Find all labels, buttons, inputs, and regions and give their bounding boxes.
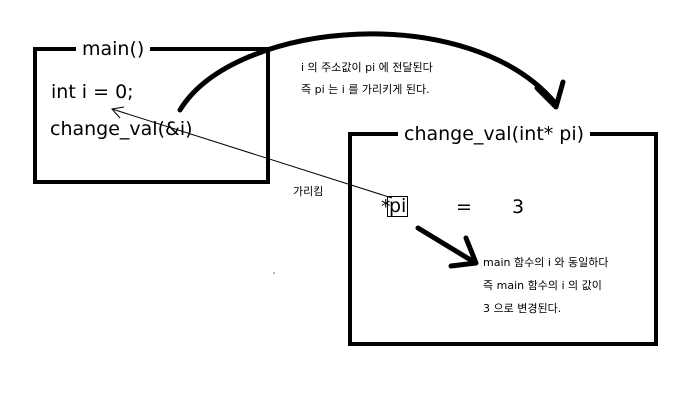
pointer-arrowhead	[111, 106, 125, 119]
pointer-label: 가리킴	[293, 185, 324, 198]
assigned-value: 3	[512, 196, 525, 218]
result-note-line3: 3 으로 변경된다.	[483, 302, 562, 315]
pass-address-arc	[177, 31, 559, 113]
stray-dot	[273, 272, 275, 274]
change-val-box-title: change_val(int* pi)	[398, 125, 591, 144]
main-box-title: main()	[76, 40, 151, 59]
main-box-frame	[33, 47, 270, 184]
deref-star: *	[381, 196, 391, 218]
pi-variable: pi	[387, 195, 409, 217]
arc-note-line1: i 의 주소값이 pi 에 전달된다	[301, 61, 433, 74]
result-arrow-line	[415, 225, 477, 265]
pointer-line	[111, 108, 393, 199]
equals-sign: =	[456, 196, 472, 218]
pass-address-arrowhead	[534, 79, 566, 110]
result-arrowhead	[448, 235, 479, 269]
main-line-call: change_val(&i)	[50, 118, 193, 140]
arc-note-line2: 즉 pi 는 i 를 가리키게 된다.	[301, 83, 430, 96]
main-line-declaration: int i = 0;	[51, 81, 134, 103]
result-note-line2: 즉 main 함수의 i 의 값이	[483, 279, 602, 292]
result-note-line1: main 함수의 i 와 동일하다	[483, 256, 609, 269]
